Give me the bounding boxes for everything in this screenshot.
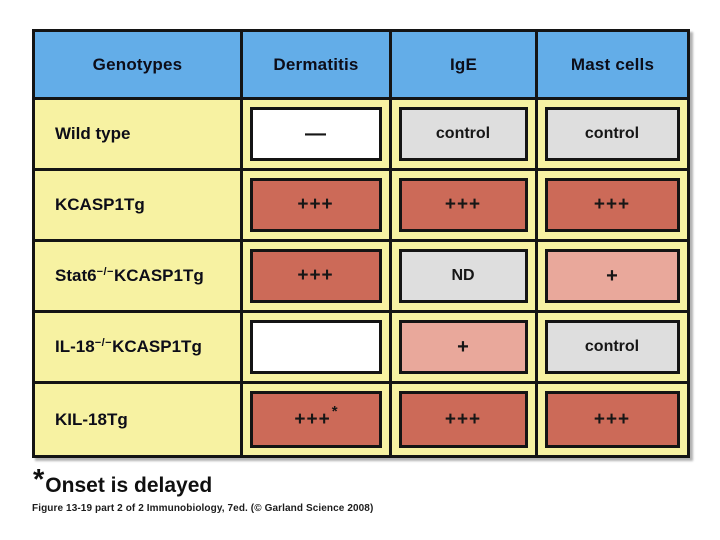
- results-table: Genotypes Dermatitis IgE Mast cells Wild…: [32, 29, 690, 458]
- table-cell: control: [392, 100, 538, 171]
- result-box: [250, 320, 382, 374]
- table-cell: —: [243, 100, 392, 171]
- genotype-cell: Wild type: [35, 100, 243, 171]
- result-box: control: [545, 107, 680, 161]
- footnote-text: Onset is delayed: [45, 474, 213, 497]
- genotype-cell: KIL-18Tg: [35, 384, 243, 455]
- result-value: +++: [444, 194, 482, 215]
- table-cell: +: [392, 313, 538, 384]
- result-value: +++: [444, 408, 482, 430]
- table-cell: +++: [243, 242, 392, 313]
- genotype-label: IL-18−/−KCASP1Tg: [55, 337, 202, 356]
- result-box: +: [545, 249, 680, 303]
- result-box: +: [399, 320, 528, 374]
- genotype-label: KIL-18Tg: [55, 409, 128, 429]
- genotype-label: Stat6−/−KCASP1Tg: [55, 266, 204, 285]
- result-box: control: [399, 107, 528, 161]
- result-box: +++: [250, 178, 382, 232]
- result-value: control: [584, 338, 640, 355]
- result-value: ND: [451, 267, 475, 284]
- result-box: +++*: [250, 391, 382, 448]
- table-cell: +++: [392, 171, 538, 242]
- table-cell: +++: [538, 171, 687, 242]
- asterisk-marker: *: [33, 464, 45, 496]
- result-value: +++: [593, 408, 631, 430]
- result-value: control: [435, 125, 491, 142]
- result-value: +++: [297, 265, 334, 286]
- genotype-label: Wild type: [55, 124, 131, 143]
- result-value: +++: [297, 194, 334, 215]
- footnote: *Onset is delayed: [33, 464, 212, 498]
- knockout-superscript: −/−: [96, 266, 114, 278]
- table-cell: +: [538, 242, 687, 313]
- table-cell: control: [538, 100, 687, 171]
- result-box: ND: [399, 249, 528, 303]
- result-box: +++: [250, 249, 382, 303]
- genotype-cell: KCASP1Tg: [35, 171, 243, 242]
- result-value: —: [305, 122, 326, 145]
- result-value: +++: [294, 408, 331, 430]
- genotype-cell: IL-18−/−KCASP1Tg: [35, 313, 243, 384]
- table-cell: +++: [538, 384, 687, 455]
- genotype-cell: Stat6−/−KCASP1Tg: [35, 242, 243, 313]
- genotype-label: KCASP1Tg: [55, 195, 145, 214]
- column-header-mast-cells: Mast cells: [538, 32, 687, 100]
- result-box: —: [250, 107, 382, 161]
- figure-caption: Figure 13-19 part 2 of 2 Immunobiology, …: [32, 503, 374, 514]
- result-box: +++: [399, 178, 528, 232]
- result-box: +++: [399, 391, 528, 448]
- table-cell: control: [538, 313, 687, 384]
- table-cell: +++: [243, 171, 392, 242]
- result-box: control: [545, 320, 680, 374]
- column-header-ige: IgE: [392, 32, 538, 100]
- table-cell: +++: [392, 384, 538, 455]
- table-cell: +++*: [243, 384, 392, 455]
- knockout-superscript: −/−: [94, 337, 113, 349]
- result-box: +++: [545, 178, 680, 232]
- result-box: +++: [545, 391, 680, 448]
- table-cell: ND: [392, 242, 538, 313]
- result-value: control: [584, 125, 640, 142]
- table-cell: [243, 313, 392, 384]
- result-asterisk: *: [331, 403, 338, 420]
- result-value: +: [457, 335, 469, 358]
- result-value: +++: [593, 194, 631, 215]
- result-value: +: [606, 264, 618, 287]
- column-header-genotypes: Genotypes: [35, 32, 243, 100]
- column-header-dermatitis: Dermatitis: [243, 32, 392, 100]
